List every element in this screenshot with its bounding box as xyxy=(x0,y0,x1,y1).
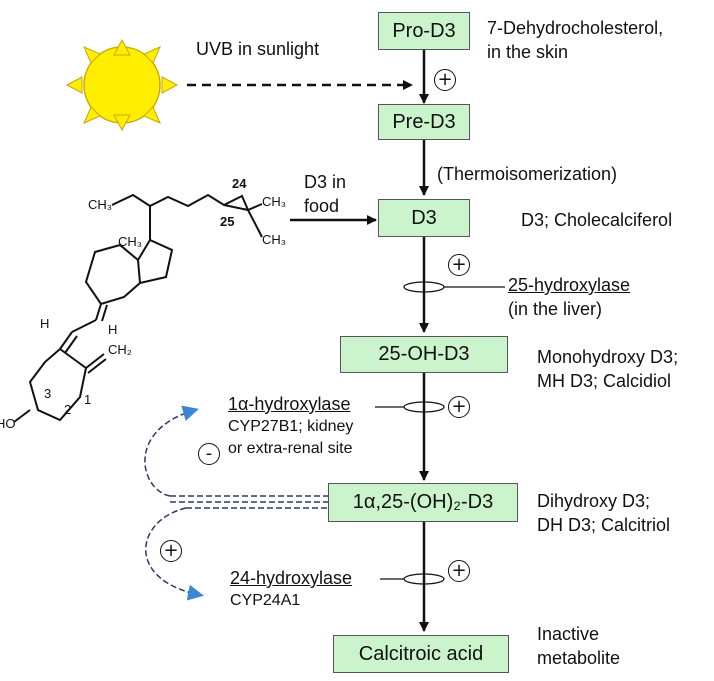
molecule-h-left: H xyxy=(40,316,50,331)
oh-d3-description-line2: MH D3; Calcidiol xyxy=(537,371,672,391)
enzyme-25-hydroxylase-site: (in the liver) xyxy=(508,299,603,319)
box-calcitroic-acid: Calcitroic acid xyxy=(333,635,509,673)
molecule-h-right: H xyxy=(108,322,118,337)
calcitroic-description-line2: metabolite xyxy=(537,648,621,668)
molecule-c1: 1 xyxy=(84,392,92,407)
food-label: D3 in food xyxy=(304,170,346,218)
enzyme-1a-hydroxylase: 1α-hydroxylase CYP27B1; kidney or extra-… xyxy=(228,392,353,460)
molecule-c3: 3 xyxy=(44,386,52,401)
box-pre-d3: Pre-D3 xyxy=(378,104,470,140)
d3-description: D3; Cholecalciferol xyxy=(521,210,673,230)
enzyme-25-hydroxylase-name: 25-hydroxylase xyxy=(508,275,631,295)
uvb-label: UVB in sunlight xyxy=(196,39,320,59)
pro-d3-description-line1: 7-Dehydrocholesterol, xyxy=(487,18,664,38)
enzyme-1a-hydroxylase-name: 1α-hydroxylase xyxy=(228,394,351,414)
sun-icon xyxy=(65,38,179,132)
molecule-ch2: CH₂ xyxy=(108,342,132,357)
molecule-c25: 25 xyxy=(220,214,235,229)
molecule-c24: 24 xyxy=(232,176,247,191)
vitamin-d3-molecule xyxy=(13,193,263,423)
enzyme-24-hydroxylase: 24-hydroxylase CYP24A1 xyxy=(230,566,352,612)
molecule-ch3-ring: CH₃ xyxy=(118,234,143,249)
box-d3: D3 xyxy=(378,199,470,237)
oh-d3-description: Monohydroxy D3; MH D3; Calcidiol xyxy=(537,345,678,393)
calcitroic-description-line1: Inactive xyxy=(537,624,600,644)
plus-sign-24-hydroxylase: + xyxy=(448,560,470,582)
molecule-ch3-top-left: CH₃ xyxy=(88,197,113,212)
oh-d3-description-line1: Monohydroxy D3; xyxy=(537,347,679,367)
dihydroxy-description-line2: DH D3; Calcitriol xyxy=(537,515,671,535)
calcitroic-description: Inactive metabolite xyxy=(537,622,620,670)
enzyme-25-hydroxylase: 25-hydroxylase (in the liver) xyxy=(508,273,630,321)
plus-sign-feedback: + xyxy=(160,540,182,562)
box-dihydroxy-d3: 1α,25-(OH)₂-D3 xyxy=(328,483,518,522)
plus-sign-1a-hydroxylase: + xyxy=(448,396,470,418)
pro-d3-description-line2: in the skin xyxy=(487,42,569,62)
pro-d3-description: 7-Dehydrocholesterol, in the skin xyxy=(487,16,663,64)
plus-sign-uvb: + xyxy=(434,69,456,91)
plus-sign-25-hydroxylase: + xyxy=(448,254,470,276)
thermoisomerization-label: (Thermoisomerization) xyxy=(437,164,618,184)
box-pro-d3: Pro-D3 xyxy=(378,12,470,50)
molecule-ch3-right-top: CH₃ xyxy=(262,194,287,209)
feedback-lines xyxy=(144,405,330,601)
minus-sign-feedback: - xyxy=(198,443,220,465)
molecule-c2: 2 xyxy=(64,402,72,417)
food-label-line2: food xyxy=(304,196,340,216)
enzyme-1a-hydroxylase-detail1: CYP27B1; kidney xyxy=(228,418,354,435)
enzyme-ellipses xyxy=(375,281,505,585)
enzyme-24-hydroxylase-detail: CYP24A1 xyxy=(230,592,301,609)
molecule-ho: HO xyxy=(0,416,16,431)
food-label-line1: D3 in xyxy=(304,172,347,192)
dihydroxy-description-line1: Dihydroxy D3; xyxy=(537,491,651,511)
enzyme-24-hydroxylase-name: 24-hydroxylase xyxy=(230,568,353,588)
molecule-ch3-right-bottom: CH₃ xyxy=(262,232,287,247)
box-25-oh-d3: 25-OH-D3 xyxy=(340,336,508,373)
dihydroxy-description: Dihydroxy D3; DH D3; Calcitriol xyxy=(537,489,670,537)
enzyme-1a-hydroxylase-detail2: or extra-renal site xyxy=(228,440,353,457)
